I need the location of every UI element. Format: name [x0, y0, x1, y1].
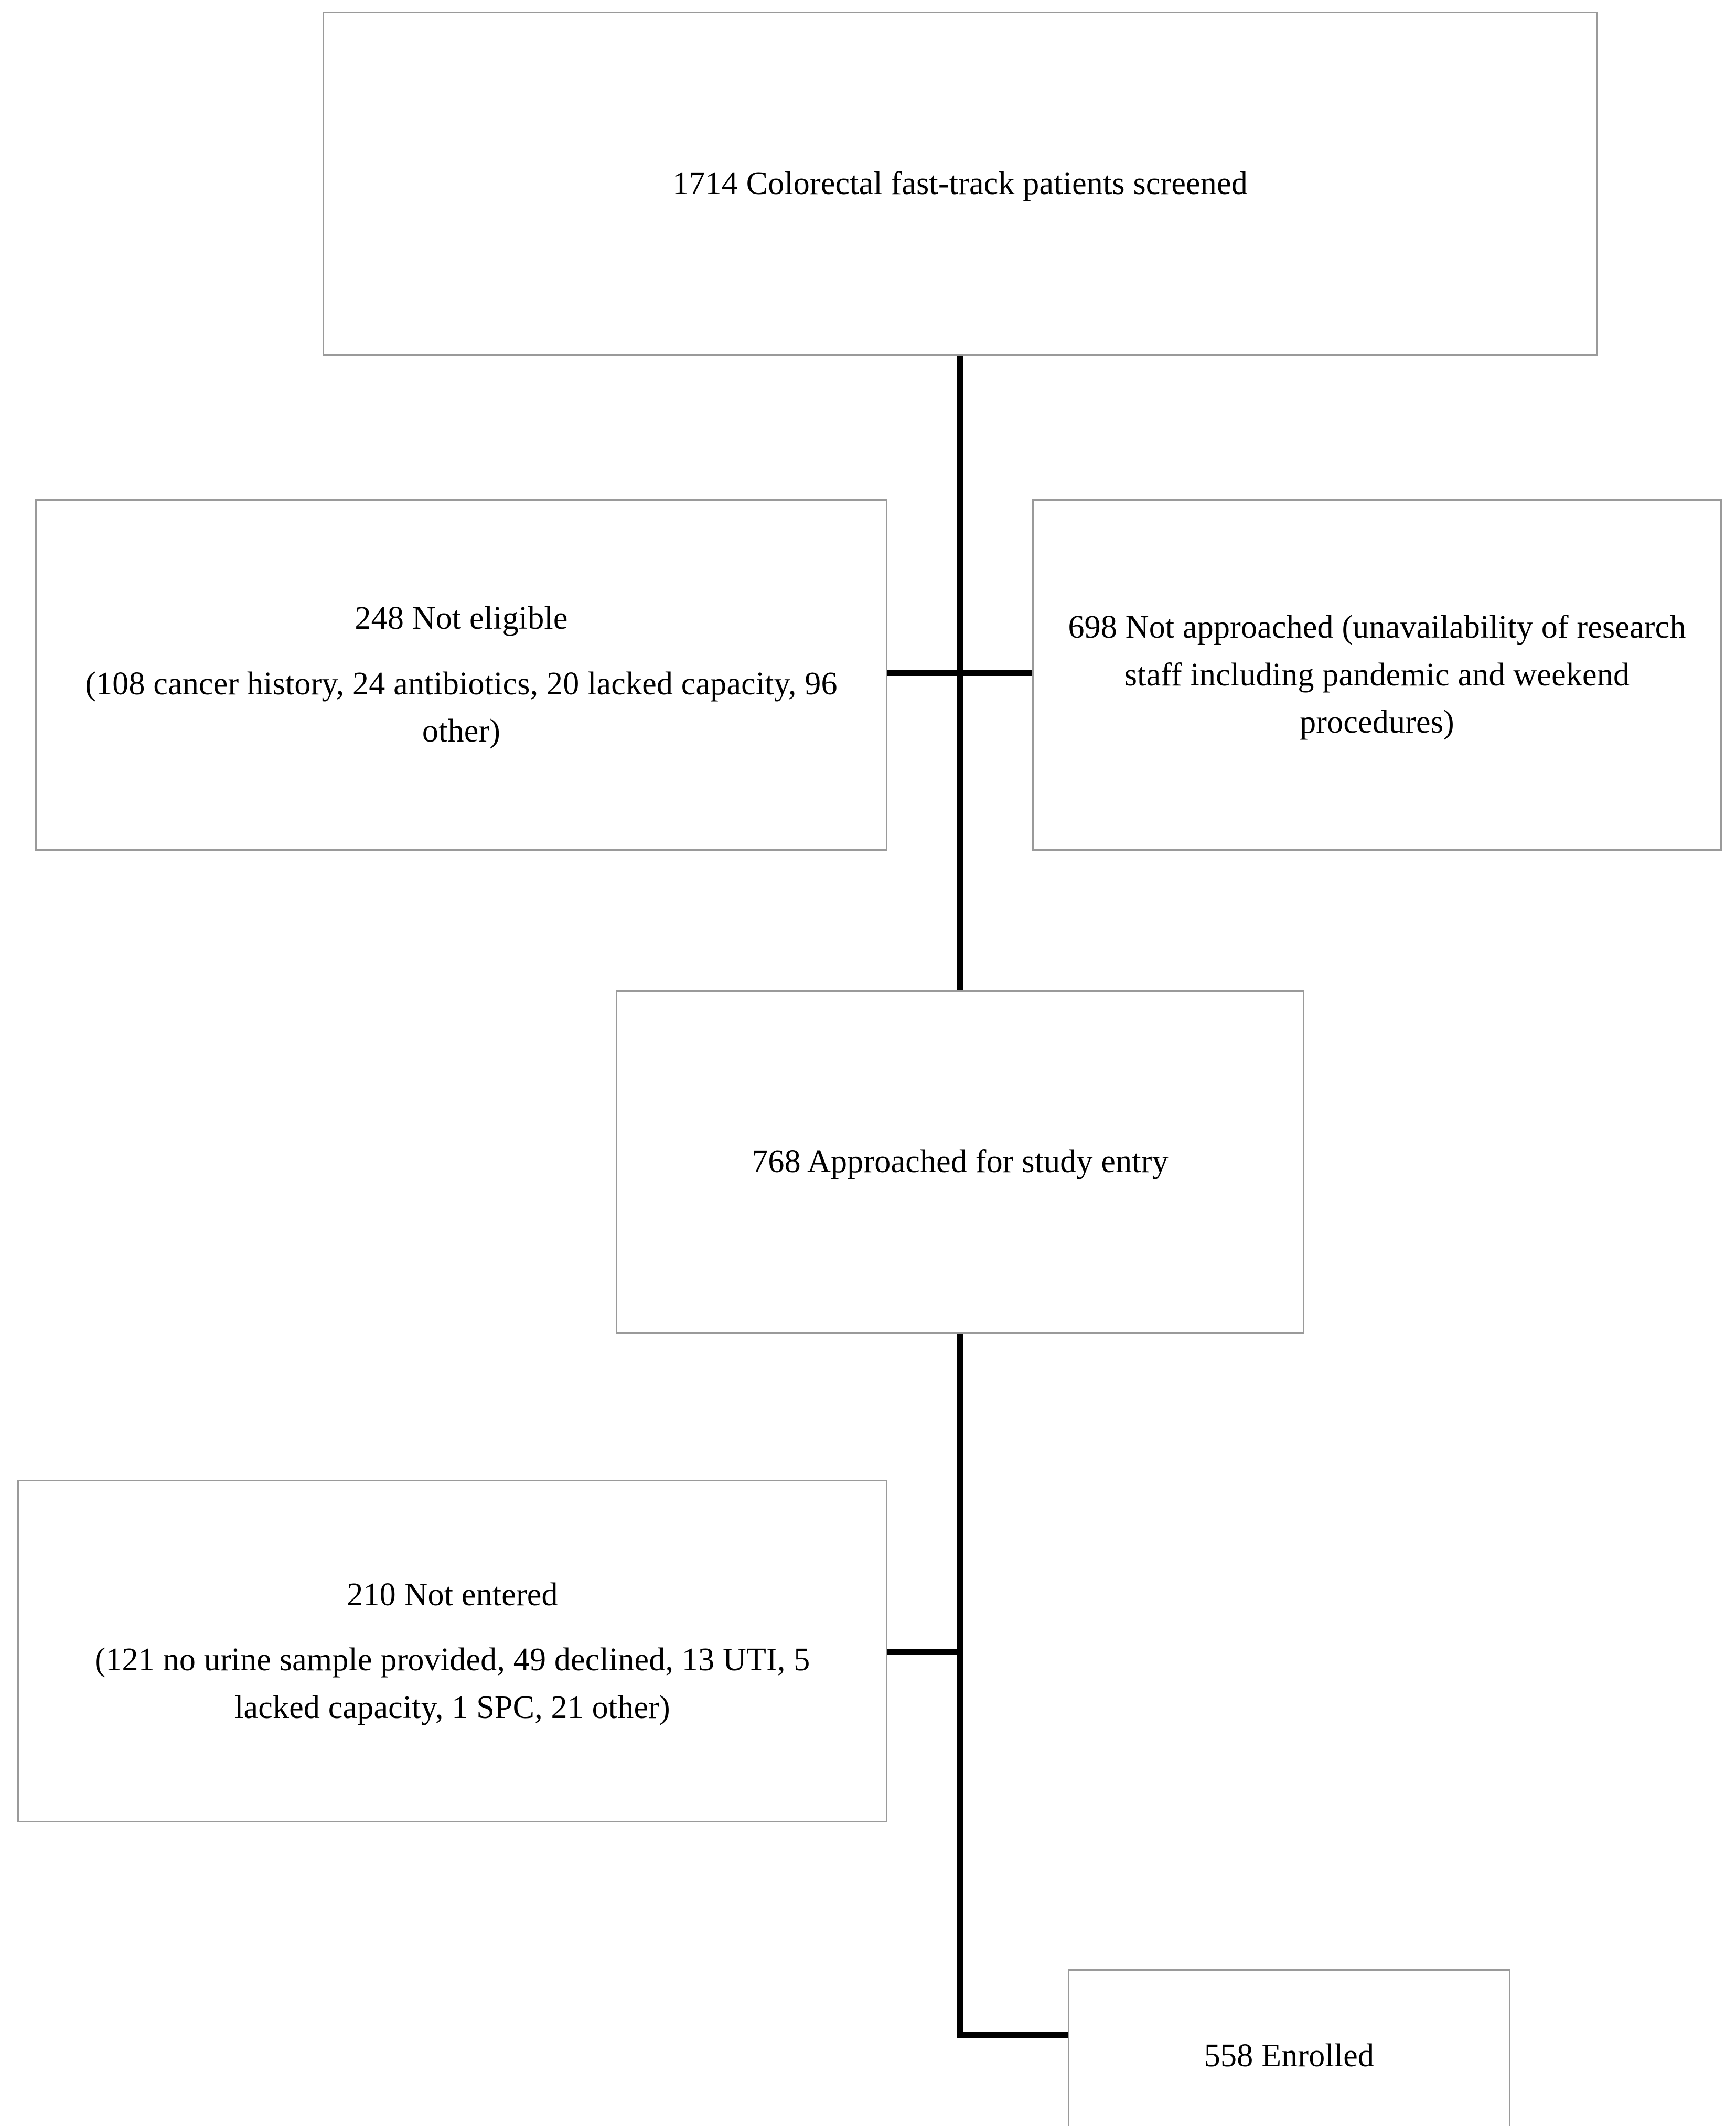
connector-approached-to-enrolled [957, 1333, 963, 2038]
node-not-approached-label: 698 Not approached (unavailability of re… [1068, 609, 1686, 740]
node-not-entered-heading: 210 Not entered [347, 1576, 558, 1613]
node-screened-label: 1714 Colorectal fast-track patients scre… [672, 165, 1248, 201]
node-approached-label: 768 Approached for study entry [752, 1144, 1169, 1180]
node-enrolled: 558 Enrolled [1068, 1969, 1510, 2126]
node-not-entered-detail: (121 no urine sample provided, 49 declin… [94, 1642, 810, 1725]
node-approached-for-study-entry: 768 Approached for study entry [616, 990, 1304, 1334]
node-not-eligible-heading: 248 Not eligible [355, 600, 568, 637]
connector-elbow-to-enrolled [957, 2032, 1070, 2038]
node-not-approached: 698 Not approached (unavailability of re… [1032, 499, 1722, 851]
node-patients-screened: 1714 Colorectal fast-track patients scre… [323, 12, 1598, 356]
connector-exclusion-branch-mid [885, 1649, 961, 1655]
node-not-entered: 210 Not entered (121 no urine sample pro… [17, 1480, 887, 1822]
node-not-eligible: 248 Not eligible (108 cancer history, 24… [35, 499, 887, 851]
connector-exclusion-branch-top [885, 670, 1034, 676]
node-enrolled-label: 558 Enrolled [1204, 2037, 1375, 2074]
node-not-eligible-detail: (108 cancer history, 24 antibiotics, 20 … [85, 665, 838, 749]
